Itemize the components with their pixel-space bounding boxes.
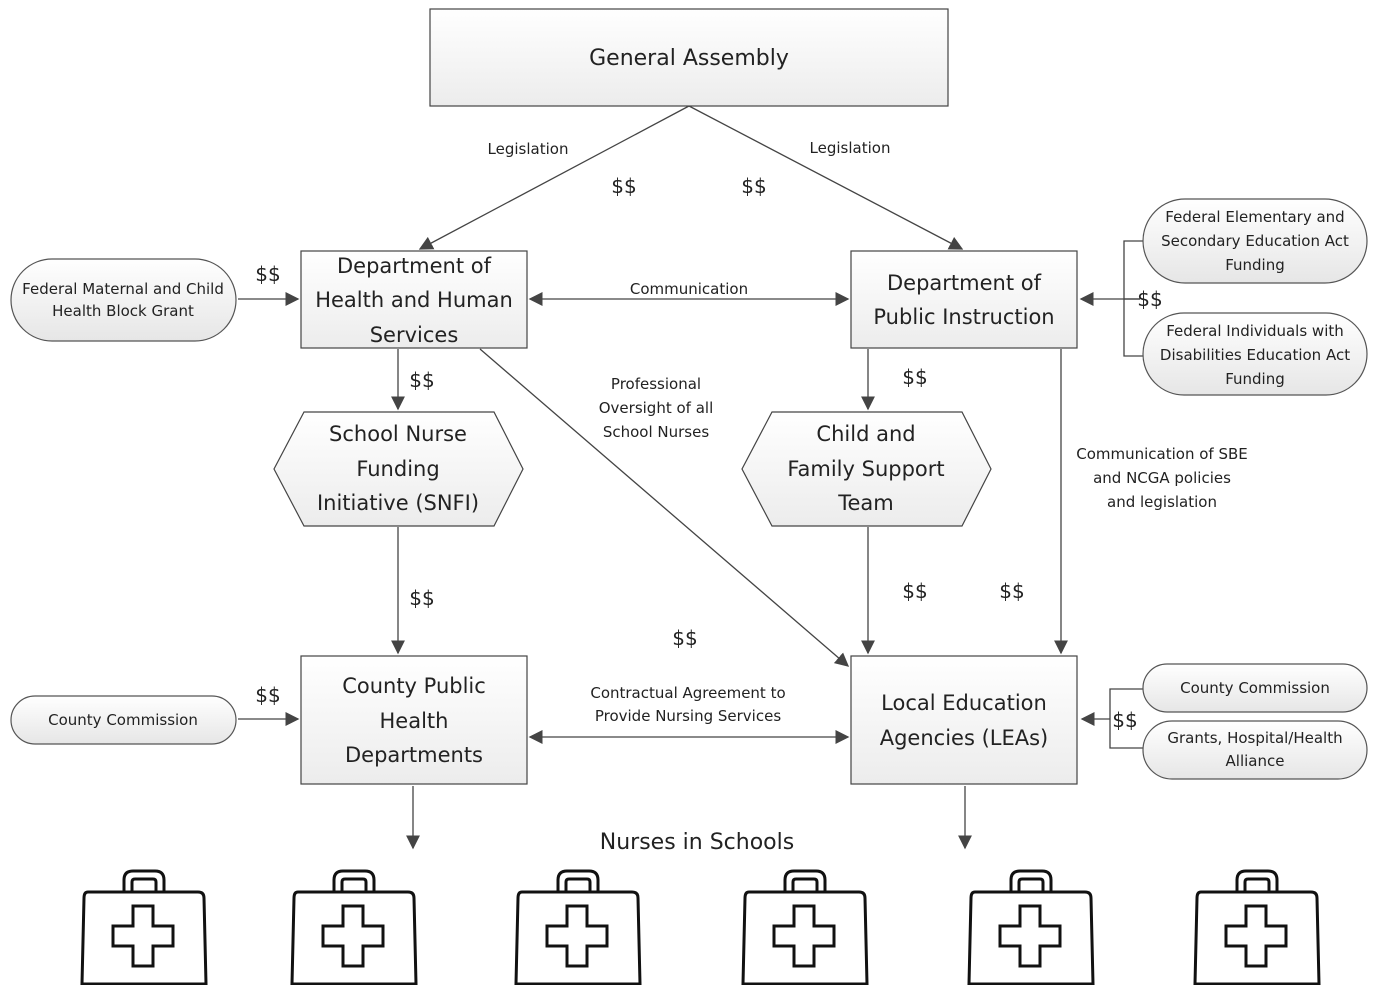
county-commission-right-source: County Commission	[1142, 663, 1368, 713]
money-ga-dhhs: $$	[611, 174, 636, 198]
money-cfst-leas: $$	[902, 579, 927, 603]
leas-node: Local Education Agencies (LEAs)	[850, 655, 1078, 785]
county-health-label-line3: Departments	[345, 743, 483, 767]
edge-labels: Legislation Legislation Communication Pr…	[488, 139, 1248, 725]
federal-esea-source: Federal Elementary and Secondary Educati…	[1142, 198, 1368, 284]
county-health-label-line2: Health	[380, 709, 449, 733]
snfi-node: School Nurse Funding Initiative (SNFI)	[273, 411, 524, 527]
money-ga-dpi: $$	[741, 174, 766, 198]
oversight-arrow	[479, 348, 850, 667]
money-mch: $$	[255, 262, 280, 286]
federal-mch-source: Federal Maternal and Child Health Block …	[10, 258, 237, 342]
federal-idea-line3: Funding	[1225, 370, 1285, 388]
legislation-left-label: Legislation	[488, 140, 569, 158]
federal-mch-line2: Health Block Grant	[52, 302, 194, 320]
general-assembly-label: General Assembly	[589, 46, 789, 71]
medical-bag-icon	[290, 869, 418, 985]
oversight-label-line2: Oversight of all	[599, 399, 714, 417]
medical-bag-icon	[1193, 869, 1321, 985]
communication-sbe-line1: Communication of SBE	[1076, 445, 1248, 463]
contractual-label-line1: Contractual Agreement to	[590, 684, 785, 702]
federal-idea-source: Federal Individuals with Disabilities Ed…	[1142, 312, 1368, 396]
cfst-label-line2: Family Support	[787, 457, 944, 481]
county-commission-right-label: County Commission	[1180, 679, 1330, 697]
money-dpi-cfst: $$	[902, 365, 927, 389]
dhhs-label-line3: Services	[370, 323, 459, 347]
oversight-label-line1: Professional	[611, 375, 701, 393]
money-markers: $$ $$ $$ $$ $$ $$ $$ $$ $$ $$ $$ $$	[255, 174, 1162, 732]
medical-bag-icon	[514, 869, 642, 985]
snfi-label-line3: Initiative (SNFI)	[317, 491, 479, 515]
legislation-right-label: Legislation	[810, 139, 891, 157]
snfi-label-line2: Funding	[356, 457, 439, 481]
county-commission-left-label: County Commission	[48, 711, 198, 729]
grants-line1: Grants, Hospital/Health	[1167, 729, 1342, 747]
grants-source: Grants, Hospital/Health Alliance	[1142, 720, 1368, 780]
grants-line2: Alliance	[1226, 752, 1285, 770]
county-health-node: County Public Health Departments	[300, 655, 528, 785]
leas-label-line1: Local Education	[881, 691, 1047, 715]
money-snfi-county: $$	[409, 586, 434, 610]
dhhs-node: Department of Health and Human Services	[300, 250, 528, 349]
communication-label: Communication	[630, 280, 748, 298]
county-health-label-line1: County Public	[342, 674, 486, 698]
federal-idea-line1: Federal Individuals with	[1166, 322, 1344, 340]
legislation-to-dpi-arrow	[688, 105, 964, 250]
general-assembly-node: General Assembly	[429, 8, 949, 107]
edges	[238, 105, 1143, 850]
nurses-in-schools-title: Nurses in Schools	[600, 830, 794, 855]
dhhs-label-line1: Department of	[337, 254, 492, 278]
oversight-label-line3: School Nurses	[603, 423, 710, 441]
cfst-label-line1: Child and	[816, 422, 915, 446]
snfi-label-line1: School Nurse	[329, 422, 467, 446]
money-federal: $$	[1137, 287, 1162, 311]
communication-sbe-line3: and legislation	[1107, 493, 1217, 511]
federal-idea-line2: Disabilities Education Act	[1160, 346, 1350, 364]
communication-sbe-line2: and NCGA policies	[1093, 469, 1231, 487]
medical-bag-icon	[741, 869, 869, 985]
legislation-to-dhhs-arrow	[418, 105, 690, 250]
dpi-label-line1: Department of	[887, 271, 1042, 295]
dpi-label-line2: Public Instruction	[873, 305, 1054, 329]
medical-bag-icon	[967, 869, 1095, 985]
dhhs-label-line2: Health and Human	[315, 288, 513, 312]
federal-esea-line1: Federal Elementary and	[1165, 208, 1344, 226]
cfst-label-line3: Team	[837, 491, 894, 515]
money-dpi-leas: $$	[999, 579, 1024, 603]
contractual-label-line2: Provide Nursing Services	[595, 707, 781, 725]
cfst-node: Child and Family Support Team	[741, 411, 992, 527]
leas-label-line2: Agencies (LEAs)	[880, 726, 1049, 750]
federal-mch-line1: Federal Maternal and Child	[22, 280, 224, 298]
medical-bag-row	[80, 869, 1321, 985]
money-county-commission: $$	[255, 683, 280, 707]
money-dhhs-snfi: $$	[409, 368, 434, 392]
money-dhhs-leas: $$	[672, 626, 697, 650]
dpi-node: Department of Public Instruction	[850, 250, 1078, 349]
money-local: $$	[1112, 708, 1137, 732]
federal-esea-line3: Funding	[1225, 256, 1285, 274]
medical-bag-icon	[80, 869, 208, 985]
county-commission-left-source: County Commission	[10, 695, 237, 745]
federal-esea-line2: Secondary Education Act	[1161, 232, 1349, 250]
